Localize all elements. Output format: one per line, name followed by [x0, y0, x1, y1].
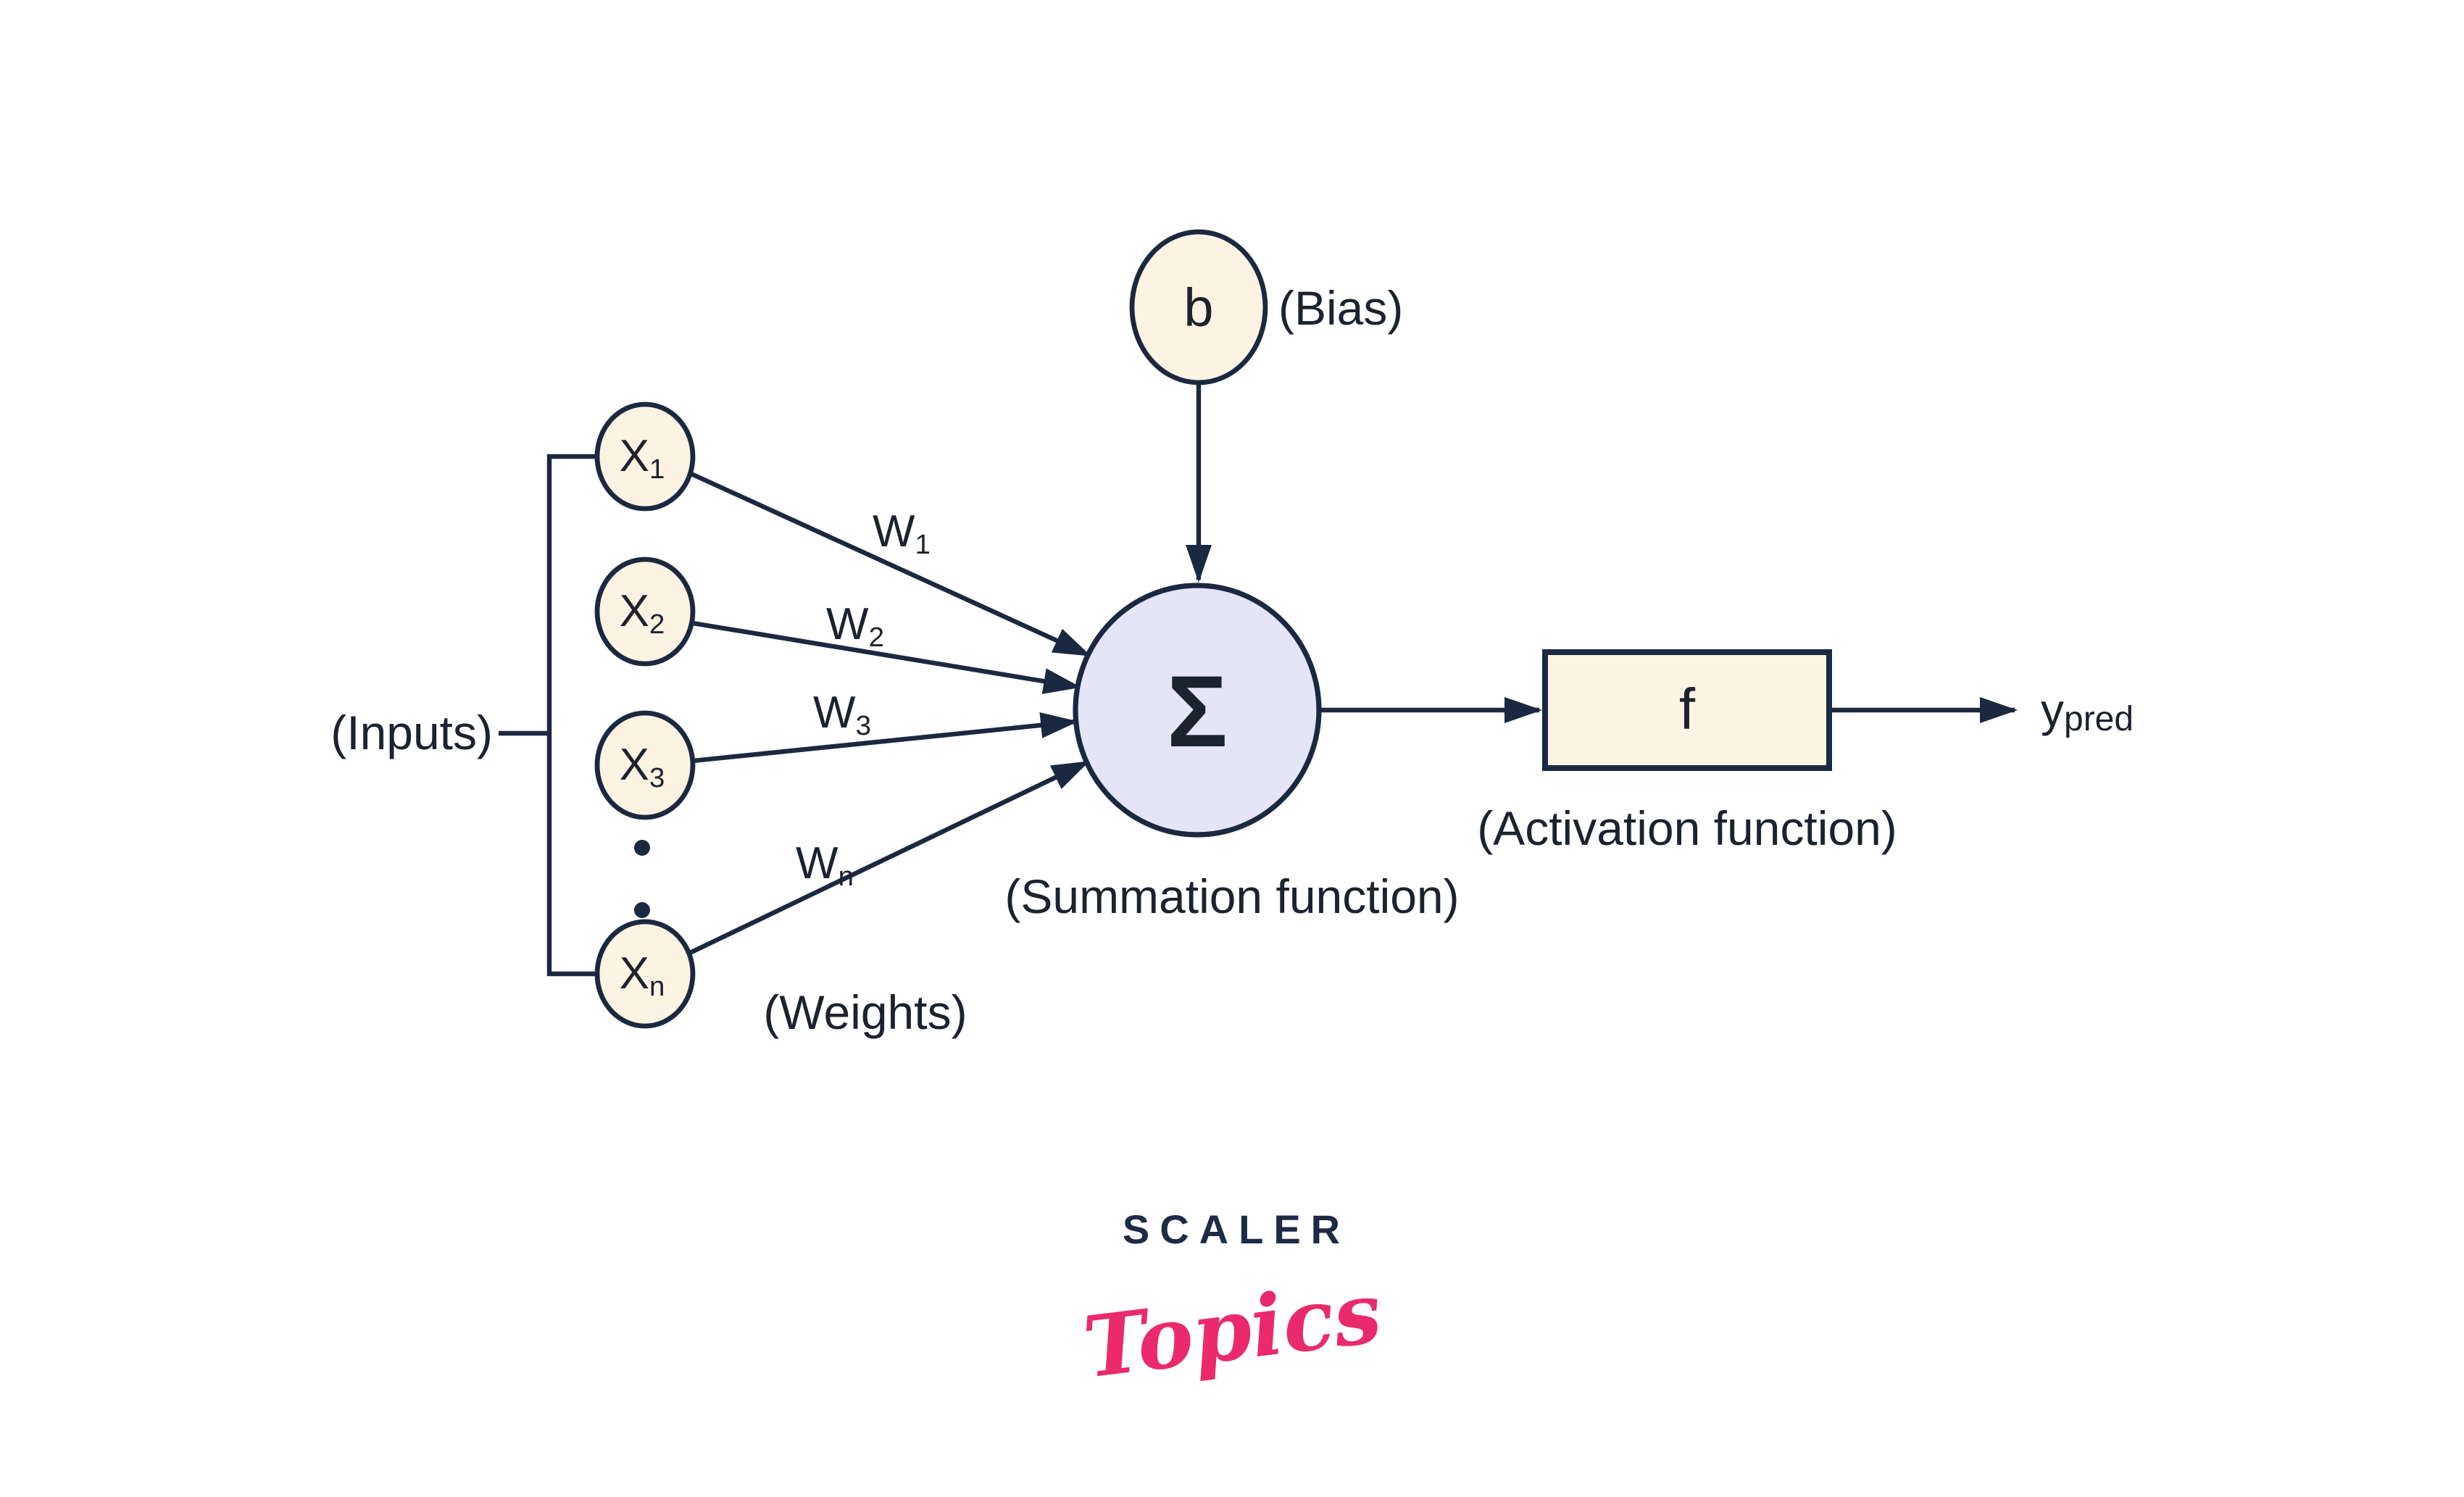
weight-line-n: [687, 760, 1090, 956]
summation-symbol: Σ: [1167, 654, 1228, 768]
weight-label-w2: W2: [826, 599, 884, 653]
ellipsis-dot-2: [634, 902, 650, 918]
bias-group: b (Bias): [1129, 229, 1403, 583]
logo-scaler-text: SCALER: [1123, 1206, 1350, 1252]
inputs-label: (Inputs): [330, 706, 493, 759]
output-group: ypred: [1829, 684, 2134, 738]
inputs-bracket: (Inputs): [330, 454, 599, 977]
input-node-xn: [594, 919, 696, 1029]
input-node-x3: [594, 710, 696, 820]
input-node-x2-label: X2: [620, 586, 665, 640]
output-label: ypred: [2041, 684, 2134, 738]
logo-topics-text: Topics: [1078, 1263, 1386, 1397]
input-node-x1: [594, 401, 696, 512]
scaler-topics-logo: SCALER Topics: [1078, 1206, 1386, 1398]
weight-label-wn: Wn: [796, 838, 854, 892]
input-node-xn-label: Xn: [620, 948, 665, 1002]
weight-labels: W1 W2 W3 Wn (Weights): [763, 506, 967, 1039]
activation-group: f (Activation function): [1477, 649, 1897, 855]
activation-caption: (Activation function): [1477, 801, 1897, 855]
weight-line-3: [692, 712, 1078, 764]
weight-line-2: [692, 620, 1081, 694]
input-node-x2: [594, 556, 696, 667]
summation-caption: (Summation function): [1004, 870, 1459, 923]
weights-caption: (Weights): [763, 985, 967, 1039]
bias-caption: (Bias): [1278, 281, 1403, 335]
weight-line-1: [690, 472, 1091, 657]
weight-label-w1: W1: [873, 506, 931, 560]
activation-symbol: f: [1679, 677, 1696, 741]
bias-node-label: b: [1183, 278, 1213, 338]
ellipsis-dot-1: [634, 840, 650, 856]
summation-group: Σ (Summation function): [1004, 583, 1460, 923]
weight-label-w3: W3: [813, 688, 871, 741]
input-nodes: X1 X2 X3 Xn: [594, 401, 696, 1029]
input-node-x1-label: X1: [620, 431, 665, 485]
bias-node: [1129, 229, 1268, 385]
weight-connections: [687, 472, 1091, 956]
input-node-x3-label: X3: [620, 740, 665, 793]
inputs-bracket-line: [546, 454, 599, 977]
